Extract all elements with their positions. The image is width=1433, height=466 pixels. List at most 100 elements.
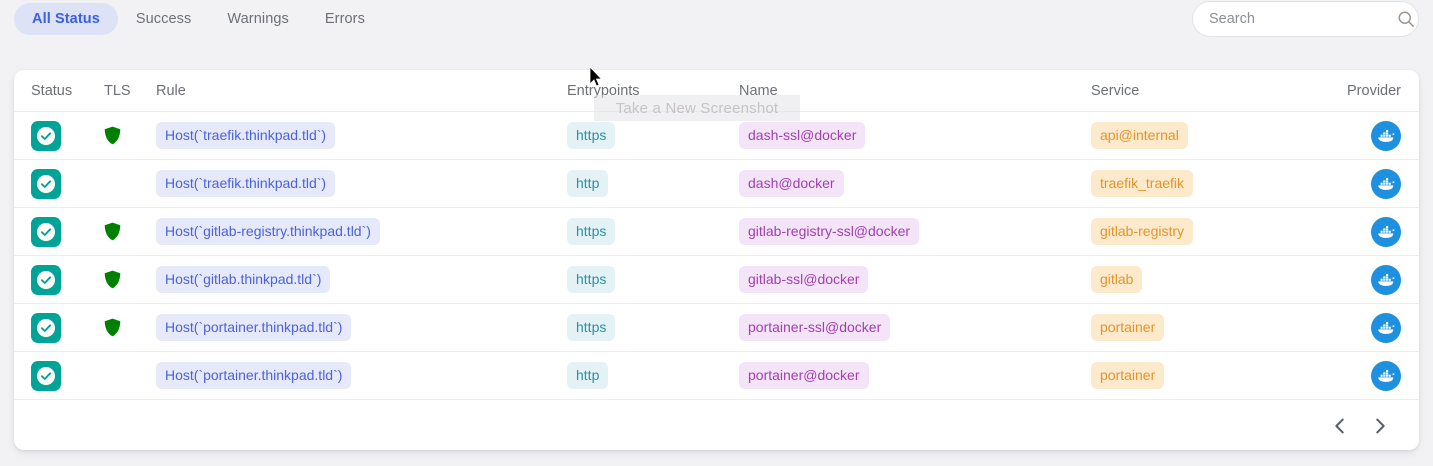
service-chip: traefik_traefik [1091, 170, 1194, 197]
entrypoint-chip: http [567, 362, 609, 389]
cell-entrypoints: https [567, 218, 739, 245]
cell-provider [1323, 312, 1419, 343]
cell-name: dash@docker [739, 170, 1091, 197]
cell-tls [104, 126, 152, 145]
cell-provider [1323, 264, 1419, 295]
cell-entrypoints: http [567, 170, 739, 197]
column-header-status: Status [31, 82, 73, 99]
cell-service: portainer [1091, 314, 1323, 341]
service-chip: gitlab [1091, 266, 1143, 293]
cell-provider [1323, 168, 1419, 199]
check-circle-icon [37, 174, 55, 193]
pagination-next-button[interactable] [1369, 415, 1391, 437]
cell-entrypoints: https [567, 122, 739, 149]
rule-chip: Host(`gitlab.thinkpad.tld`) [156, 266, 331, 293]
cell-provider [1323, 360, 1419, 391]
column-header-entrypoints: Entrypoints [567, 82, 640, 99]
name-chip: dash-ssl@docker [739, 122, 866, 149]
rule-chip: Host(`portainer.thinkpad.tld`) [156, 314, 352, 341]
service-chip: portainer [1091, 314, 1165, 341]
rule-chip: Host(`portainer.thinkpad.tld`) [156, 362, 352, 389]
entrypoint-chip: https [567, 218, 616, 245]
cell-service: api@internal [1091, 122, 1323, 149]
cell-name: gitlab-registry-ssl@docker [739, 218, 1091, 245]
tls-shield-icon [104, 222, 121, 241]
entrypoint-chip: http [567, 170, 609, 197]
cell-name: portainer-ssl@docker [739, 314, 1091, 341]
column-header-name: Name [739, 82, 778, 99]
status-badge-success [31, 216, 61, 247]
cell-tls [104, 222, 152, 241]
cell-rule: Host(`traefik.thinkpad.tld`) [152, 170, 567, 197]
check-circle-icon [37, 270, 55, 289]
cell-provider [1323, 216, 1419, 247]
tls-shield-icon [104, 318, 121, 337]
cell-entrypoints: https [567, 314, 739, 341]
cell-status [14, 264, 104, 295]
docker-whale-icon [1377, 225, 1395, 238]
cell-status [14, 120, 104, 151]
docker-whale-icon [1377, 129, 1395, 142]
cell-tls [104, 318, 152, 337]
cell-name: gitlab-ssl@docker [739, 266, 1091, 293]
service-chip: portainer [1091, 362, 1165, 389]
cell-service: traefik_traefik [1091, 170, 1323, 197]
docker-whale-icon [1377, 273, 1395, 286]
table-row[interactable]: Host(`gitlab-registry.thinkpad.tld`) http… [14, 208, 1419, 256]
docker-provider-icon [1371, 264, 1401, 295]
tab-warnings[interactable]: Warnings [227, 11, 289, 27]
pagination [14, 402, 1419, 450]
cell-service: portainer [1091, 362, 1323, 389]
cell-rule: Host(`portainer.thinkpad.tld`) [152, 314, 567, 341]
cell-name: portainer@docker [739, 362, 1091, 389]
cell-service: gitlab-registry [1091, 218, 1323, 245]
docker-provider-icon [1371, 120, 1401, 151]
cell-entrypoints: https [567, 266, 739, 293]
search-icon[interactable] [1396, 9, 1416, 29]
tab-success[interactable]: Success [135, 11, 192, 27]
check-circle-icon [37, 126, 55, 145]
table-row[interactable]: Host(`portainer.thinkpad.tld`) http portai… [14, 352, 1419, 400]
status-badge-success [31, 168, 61, 199]
tls-shield-icon [104, 270, 121, 289]
tab-errors[interactable]: Errors [324, 11, 365, 27]
docker-whale-icon [1377, 321, 1395, 334]
cell-status [14, 168, 104, 199]
routers-table-card: Status TLS Rule Entrypoints Name Service… [14, 70, 1419, 450]
search-box[interactable] [1192, 1, 1419, 37]
toolbar: All Status Success Warnings Errors [0, 0, 1433, 40]
entrypoint-chip: https [567, 314, 616, 341]
docker-provider-icon [1371, 168, 1401, 199]
chevron-right-icon[interactable] [1369, 415, 1391, 437]
service-chip: api@internal [1091, 122, 1188, 149]
search-input[interactable] [1209, 11, 1396, 27]
cell-name: dash-ssl@docker [739, 122, 1091, 149]
pagination-prev-button[interactable] [1329, 415, 1351, 437]
table-row[interactable]: Host(`gitlab.thinkpad.tld`) https gitlab-s… [14, 256, 1419, 304]
table-row[interactable]: Host(`traefik.thinkpad.tld`) http dash@doc… [14, 160, 1419, 208]
chevron-left-icon[interactable] [1329, 415, 1351, 437]
name-chip: gitlab-ssl@docker [739, 266, 869, 293]
cell-status [14, 312, 104, 343]
column-header-rule: Rule [156, 82, 186, 99]
name-chip: portainer-ssl@docker [739, 314, 891, 341]
table-row[interactable]: Host(`portainer.thinkpad.tld`) https porta… [14, 304, 1419, 352]
name-chip: portainer@docker [739, 362, 869, 389]
status-badge-success [31, 312, 61, 343]
cell-provider [1323, 120, 1419, 151]
entrypoint-chip: https [567, 266, 616, 293]
cell-rule: Host(`portainer.thinkpad.tld`) [152, 362, 567, 389]
cell-rule: Host(`traefik.thinkpad.tld`) [152, 122, 567, 149]
check-circle-icon [37, 366, 55, 385]
table-header-row: Status TLS Rule Entrypoints Name Service… [14, 70, 1419, 112]
tab-all-status[interactable]: All Status [14, 3, 118, 35]
status-badge-success [31, 264, 61, 295]
rule-chip: Host(`traefik.thinkpad.tld`) [156, 170, 336, 197]
docker-whale-icon [1377, 369, 1395, 382]
rule-chip: Host(`gitlab-registry.thinkpad.tld`) [156, 218, 380, 245]
cell-status [14, 360, 104, 391]
cell-rule: Host(`gitlab.thinkpad.tld`) [152, 266, 567, 293]
